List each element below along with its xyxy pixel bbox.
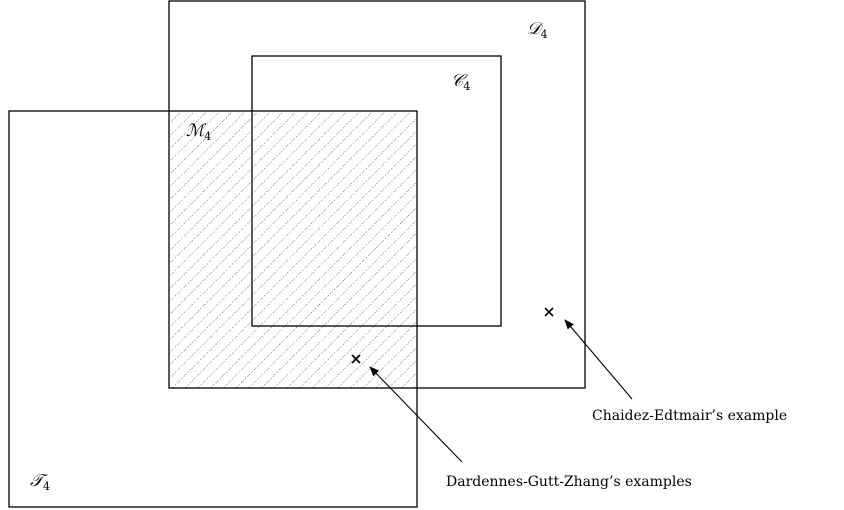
chaidez-annotation: Chaidez-Edtmair’s example <box>592 408 787 424</box>
chaidez-arrow <box>564 319 633 400</box>
c4-rectangle <box>251 55 502 327</box>
c4-label: 𝒞4 <box>451 71 470 93</box>
dardennes-example-cross-icon <box>351 354 361 364</box>
t4-label: 𝒯4 <box>30 471 50 493</box>
t4-rectangle <box>8 110 418 508</box>
d4-rectangle <box>168 0 586 389</box>
d4-label: 𝒟4 <box>527 19 548 41</box>
chaidez-example-cross-icon <box>544 307 554 317</box>
dardennes-arrow <box>369 366 463 463</box>
dardennes-annotation: Dardennes-Gutt-Zhang’s examples <box>446 474 692 490</box>
m4-hatched-region <box>169 111 417 388</box>
m4-label: ℳ4 <box>186 121 211 143</box>
